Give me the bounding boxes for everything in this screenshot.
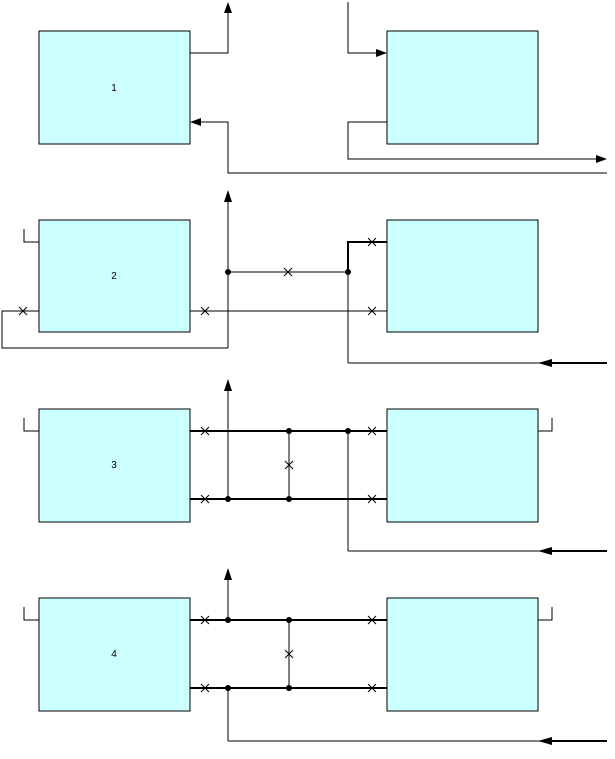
junction-4b [286,617,292,623]
scheme-1: 1 [38,2,607,174]
pipe-loop-2 [1,310,228,349]
unit-right-3 [386,408,539,523]
valve-3a [200,426,210,436]
valve-2a [18,306,28,316]
junction-4d [286,685,292,691]
arrow-up-2 [224,190,232,202]
valve-3e [367,494,377,504]
unit-left-2 [38,219,191,333]
unit-left-4 [38,597,191,712]
arrow-right-1 [376,49,387,57]
unit-left-3 [38,408,191,523]
valve-2b [200,306,210,316]
valve-3d [367,426,377,436]
unit-right-1 [386,30,539,145]
pipe-stub-left-3 [23,418,39,432]
scheme-2: 2 [1,190,607,367]
arrow-left-1 [190,118,201,126]
pipe-stub-left-4 [23,607,39,621]
valve-3b [200,494,210,504]
junction-3a [286,428,292,434]
valves-4 [200,615,377,693]
junction-2b [345,269,351,275]
junction-4c [225,685,231,691]
pipe-stub-right-4 [538,607,553,621]
valve-4e [367,683,377,693]
junction-3b [345,428,351,434]
scheme-label-4: 4 [111,649,117,660]
arrow-right-outlet-1 [596,155,607,163]
valve-2e [367,306,377,316]
arrow-up-3 [224,379,232,391]
arrow-left-4 [538,737,552,745]
junction-4a [225,617,231,623]
arrow-left-2 [538,359,552,367]
junction-3c [225,496,231,502]
valves-2 [18,237,377,316]
valve-4d [367,615,377,625]
valve-4b [200,683,210,693]
pipe-feed-right-1 [347,2,376,54]
arrow-up-1 [224,2,232,13]
unit-right-2 [386,219,539,333]
scheme-3: 3 [23,379,607,555]
scheme-label-1: 1 [111,83,117,94]
scheme-4: 4 [23,568,607,745]
arrow-up-4 [224,568,232,580]
valve-3c [284,460,294,470]
pipe-stub-left-2 [23,229,39,243]
valve-4c [284,649,294,659]
valve-2d [367,237,377,247]
arrow-left-3 [538,547,552,555]
unit-right-4 [386,597,539,712]
unit-left-1 [38,30,191,145]
scheme-label-3: 3 [111,460,117,471]
pipe-stub-right-3 [538,418,553,432]
valve-2c [283,267,293,277]
pipe-outlet-right-1 [347,121,596,160]
junction-2a [225,269,231,275]
pipe-feed-2 [347,241,387,272]
scheme-label-2: 2 [111,271,117,282]
valve-4a [200,615,210,625]
pipe-outlet-up-1 [190,12,229,54]
junction-3d [286,496,292,502]
pipe-return-left-1 [200,121,607,174]
valves-3 [200,426,377,504]
